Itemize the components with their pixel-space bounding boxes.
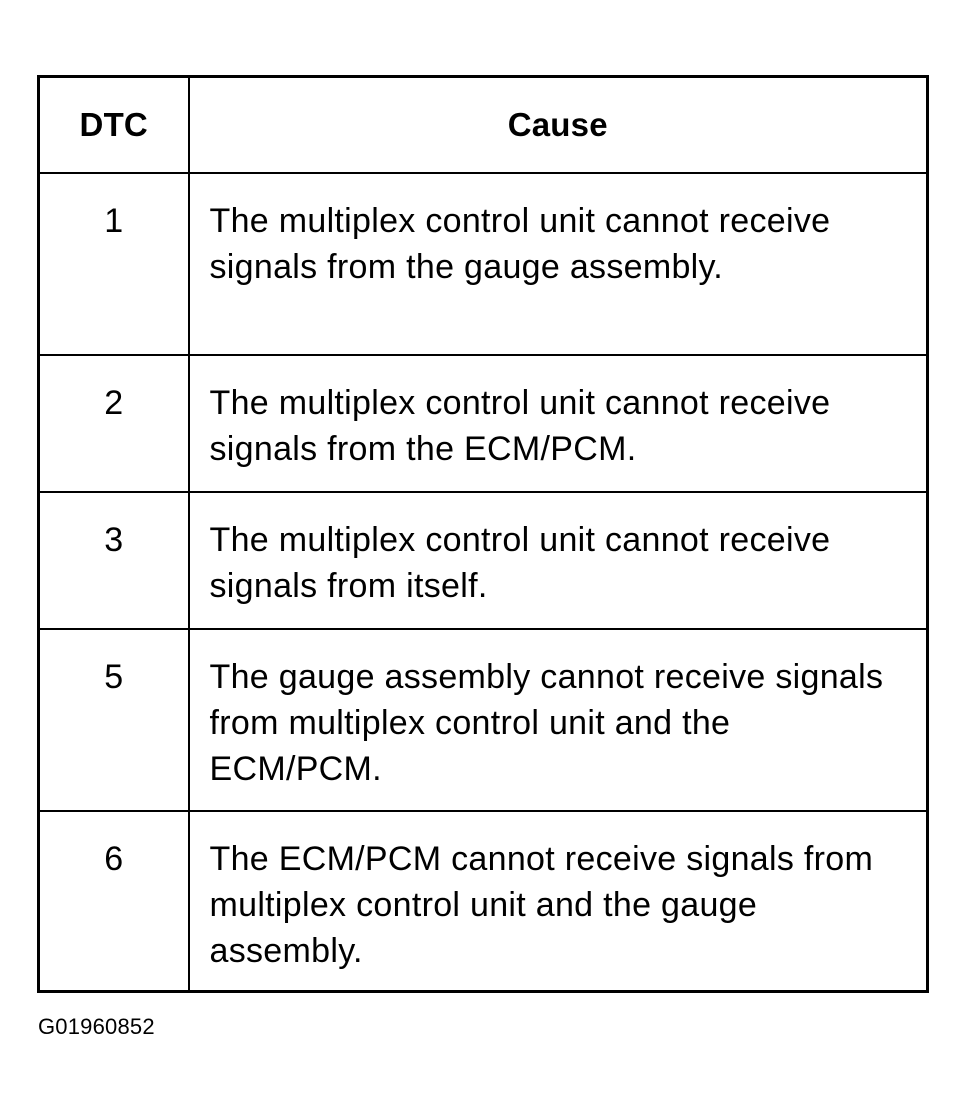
table-row: 6 The ECM/PCM cannot receive signals fro… bbox=[37, 809, 929, 992]
dtc-table: DTC Cause 1 The multiplex control unit c… bbox=[37, 75, 929, 993]
dtc-cause: The multiplex control unit cannot receiv… bbox=[187, 171, 929, 356]
dtc-code: 1 bbox=[37, 171, 190, 356]
dtc-cause: The multiplex control unit cannot receiv… bbox=[187, 353, 929, 493]
table-row: 5 The gauge assembly cannot receive sign… bbox=[37, 627, 929, 812]
header-dtc: DTC bbox=[37, 75, 190, 174]
dtc-cause: The multiplex control unit cannot receiv… bbox=[187, 490, 929, 630]
dtc-code: 2 bbox=[37, 353, 190, 493]
dtc-code: 6 bbox=[37, 809, 190, 992]
table-row: 2 The multiplex control unit cannot rece… bbox=[37, 353, 929, 493]
dtc-cause: The ECM/PCM cannot receive signals from … bbox=[187, 809, 929, 992]
table-header-row: DTC Cause bbox=[37, 75, 929, 174]
table-row: 3 The multiplex control unit cannot rece… bbox=[37, 490, 929, 630]
table-row: 1 The multiplex control unit cannot rece… bbox=[37, 171, 929, 356]
dtc-code: 3 bbox=[37, 490, 190, 630]
dtc-code: 5 bbox=[37, 627, 190, 812]
header-cause: Cause bbox=[187, 75, 929, 174]
figure-id: G01960852 bbox=[38, 1014, 155, 1039]
dtc-cause: The gauge assembly cannot receive signal… bbox=[187, 627, 929, 812]
